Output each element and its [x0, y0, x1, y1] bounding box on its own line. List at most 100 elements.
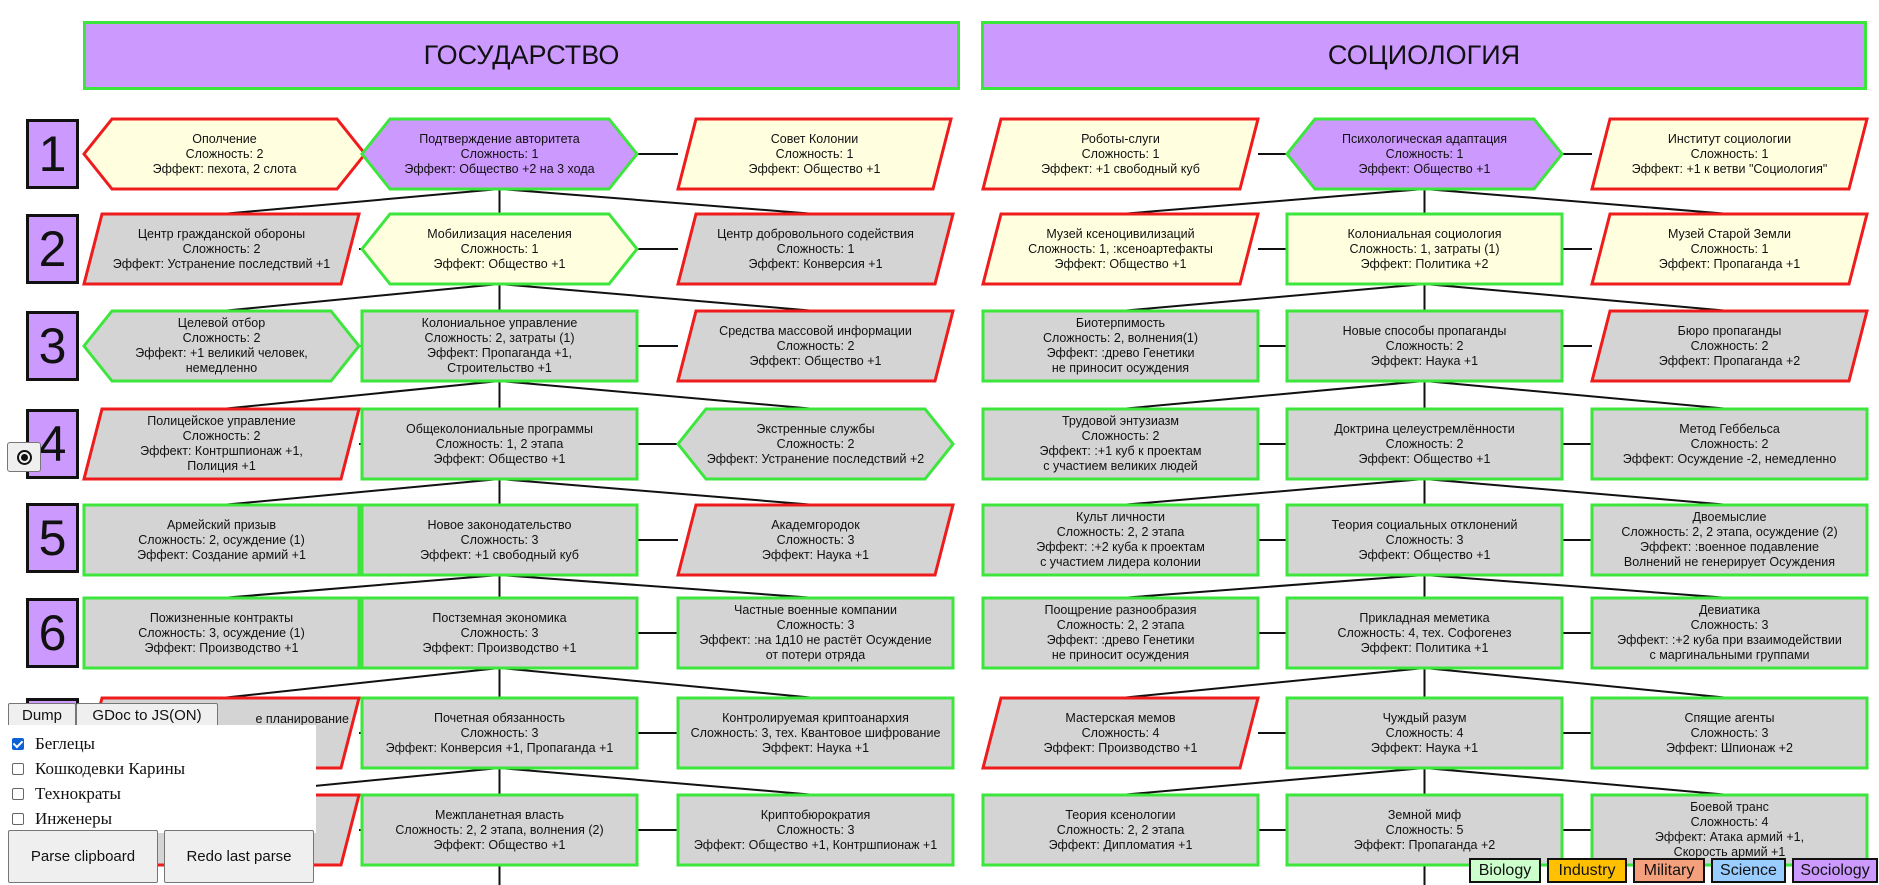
tree-connector: [1424, 478, 1730, 506]
tech-node[interactable]: [360, 596, 639, 670]
legend-military[interactable]: Military: [1633, 858, 1705, 883]
tech-name: Полицейское управление: [147, 414, 296, 428]
tech-detail: Эффект: :+1 куб к проектам: [1039, 444, 1202, 458]
tech-node[interactable]: [1285, 309, 1564, 383]
tech-detail: Сложность: 3, осуждение (1): [138, 625, 305, 640]
parse-clipboard-button[interactable]: Parse clipboard: [8, 830, 158, 883]
tech-detail: Сложность: 2: [1385, 338, 1464, 353]
branch-header-gosudarstvo: ГОСУДАРСТВО: [83, 21, 960, 90]
tech-node[interactable]: [1285, 117, 1564, 191]
checkbox[interactable]: [12, 738, 24, 750]
checkbox-row[interactable]: Беглецы: [12, 733, 95, 755]
tech-node[interactable]: [1590, 212, 1869, 286]
tech-node[interactable]: [1590, 117, 1869, 191]
checkbox[interactable]: [12, 763, 24, 775]
tech-node[interactable]: [82, 596, 361, 670]
tech-name: Центр добровольного содействия: [717, 226, 914, 241]
tech-node[interactable]: [1285, 407, 1564, 481]
tech-name: Метод Геббельса: [1679, 421, 1780, 436]
tech-node[interactable]: [360, 793, 639, 867]
tier-2: 2: [26, 214, 79, 284]
tech-node[interactable]: [1590, 596, 1869, 670]
tech-detail: Сложность: 2, затраты (1): [424, 331, 575, 345]
tech-name: Земной миф: [1387, 807, 1462, 822]
dump-button[interactable]: Dump: [8, 703, 76, 728]
tech-node[interactable]: [360, 407, 639, 481]
tech-detail: Эффект: Создание армий +1: [137, 547, 306, 562]
tech-node[interactable]: [981, 596, 1260, 670]
checkbox-row[interactable]: Инженеры: [12, 808, 112, 830]
tech-node[interactable]: [981, 793, 1260, 867]
tech-detail: Эффект: Производство +1: [422, 640, 577, 655]
tech-name: Колониальное управление: [421, 316, 578, 330]
tech-node[interactable]: [981, 309, 1260, 383]
tech-node[interactable]: [1285, 503, 1564, 577]
tech-node[interactable]: [82, 309, 361, 383]
tech-node[interactable]: [1285, 696, 1564, 770]
tech-detail: Эффект: Общество +1: [1358, 547, 1491, 562]
tech-node[interactable]: [82, 503, 361, 577]
tech-node[interactable]: [1590, 309, 1869, 383]
legend-industry[interactable]: Industry: [1547, 858, 1627, 883]
tech-name: Теория социальных отклонений: [1331, 517, 1518, 532]
legend-sociology[interactable]: Sociology: [1792, 858, 1878, 883]
tech-node[interactable]: [360, 212, 639, 286]
checkbox-row[interactable]: Технократы: [12, 783, 121, 805]
tech-detail: Сложность: 5: [1385, 822, 1464, 837]
tech-node[interactable]: [676, 212, 955, 286]
tech-node[interactable]: [82, 212, 361, 286]
legend-science[interactable]: Science: [1711, 858, 1786, 883]
tech-node[interactable]: [981, 407, 1260, 481]
tech-node[interactable]: [676, 696, 955, 770]
tech-node[interactable]: [1590, 696, 1869, 770]
tech-node[interactable]: [1590, 503, 1869, 577]
tech-node[interactable]: [1285, 212, 1564, 286]
tech-node[interactable]: [676, 407, 955, 481]
tech-detail: Сложность: 1: [775, 146, 854, 161]
tech-node[interactable]: [676, 596, 955, 670]
redo-last-parse-button[interactable]: Redo last parse: [164, 830, 314, 883]
checkbox[interactable]: [12, 813, 24, 825]
tech-detail: Сложность: 4: [1385, 725, 1464, 740]
tech-node[interactable]: [1590, 407, 1869, 481]
tech-name: Совет Колонии: [770, 131, 859, 146]
tech-node[interactable]: [360, 696, 639, 770]
tech-node[interactable]: [981, 696, 1260, 770]
tech-node[interactable]: [981, 212, 1260, 286]
tech-name: Мастерская мемов: [1065, 710, 1176, 725]
tech-node[interactable]: [676, 793, 955, 867]
tech-detail: Эффект: Пропаганда +1: [1658, 256, 1801, 271]
legend-biology[interactable]: Biology: [1469, 858, 1541, 883]
tech-node[interactable]: [82, 117, 367, 191]
mode-radio[interactable]: [7, 442, 41, 472]
tech-node[interactable]: [1285, 596, 1564, 670]
tech-node[interactable]: [676, 117, 953, 191]
tech-node[interactable]: [981, 117, 1260, 191]
tech-node[interactable]: [360, 503, 639, 577]
tech-detail: Сложность: 2: [1690, 338, 1769, 353]
tech-detail: Сложность: 1: [460, 241, 539, 256]
tech-node[interactable]: [360, 117, 639, 191]
checkbox-row[interactable]: Кошкодевки Карины: [12, 758, 185, 780]
tech-detail: Сложность: 3: [776, 822, 855, 837]
tree-connector: [499, 478, 816, 506]
tree-connector: [221, 478, 500, 506]
checkbox[interactable]: [12, 788, 24, 800]
tech-name: Экстренные службы: [756, 421, 875, 436]
tech-detail: Эффект: Общество +1: [433, 451, 566, 466]
tech-node[interactable]: [981, 503, 1260, 577]
tech-node[interactable]: [82, 407, 361, 481]
tech-node[interactable]: [360, 309, 639, 383]
tech-name: Музей ксеноцивилизаций: [1046, 226, 1195, 241]
tech-node[interactable]: [676, 309, 955, 383]
gdoc-to-json-button[interactable]: GDoc to JS(ON): [76, 703, 218, 728]
tech-node[interactable]: [676, 503, 955, 577]
